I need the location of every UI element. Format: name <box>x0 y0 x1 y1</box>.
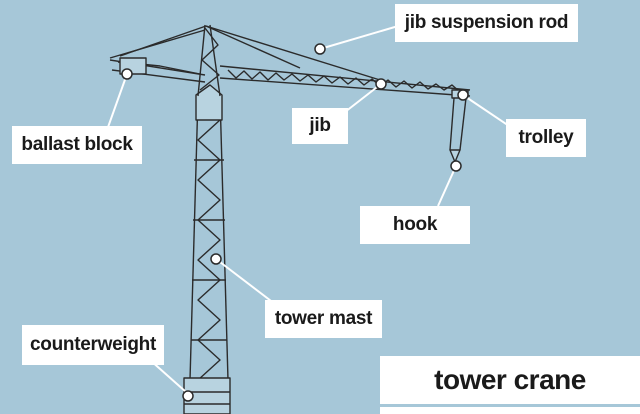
title-underbar <box>380 407 640 414</box>
label-counterweight: counterweight <box>22 325 164 365</box>
label-tower-mast: tower mast <box>265 300 382 338</box>
jib-suspension-rods <box>119 25 381 81</box>
crane-top-peak <box>197 24 221 97</box>
jib-structure <box>219 65 471 97</box>
label-hook: hook <box>360 206 470 244</box>
diagram-title: tower crane <box>380 356 640 404</box>
label-trolley: trolley <box>506 119 586 157</box>
label-ballast-block: ballast block <box>12 126 142 164</box>
marker-dots <box>121 43 469 402</box>
counterweight-base <box>183 377 231 414</box>
label-jib: jib <box>292 108 348 144</box>
tower-mast-structure <box>189 84 229 381</box>
label-jib-suspension-rod: jib suspension rod <box>395 4 578 42</box>
trolley-hook-rig <box>449 89 469 163</box>
